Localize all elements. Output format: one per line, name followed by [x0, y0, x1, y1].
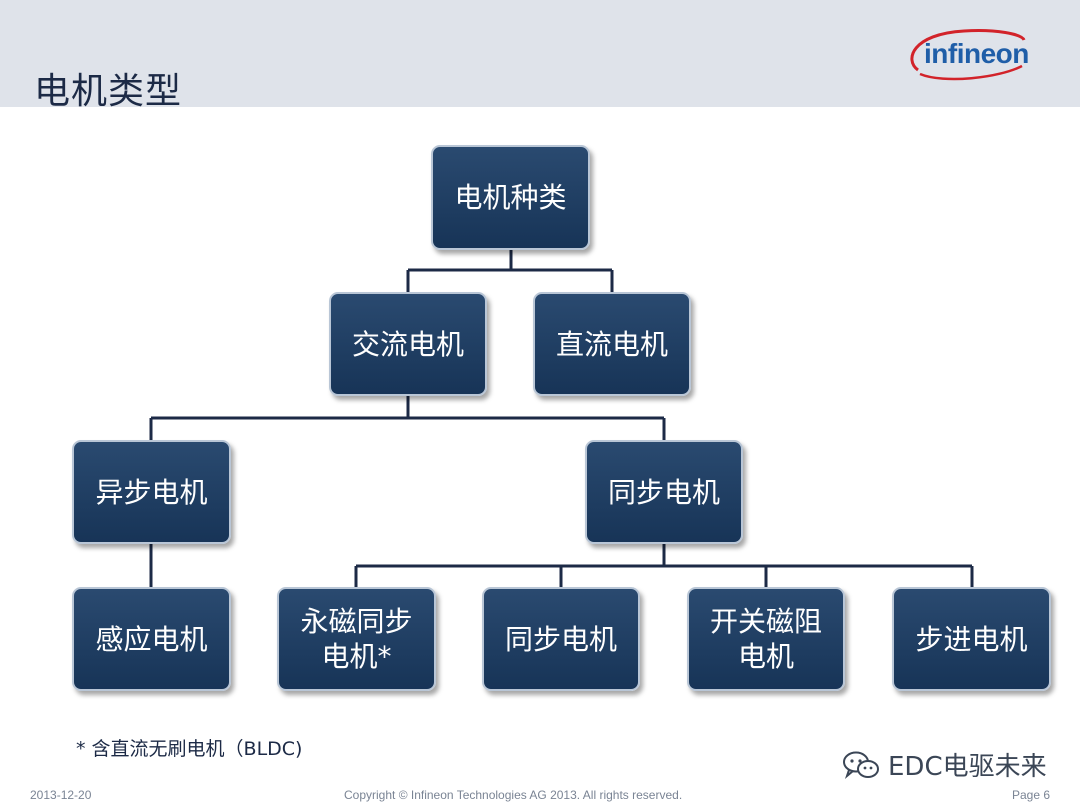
node-ac-motor: 交流电机: [329, 292, 487, 396]
logo-text: infineon: [924, 38, 1029, 69]
node-sync-motor: 同步电机: [585, 440, 743, 544]
node-pmsm-label-line2: 电机*: [321, 640, 392, 673]
footnote: * 含直流无刷电机（BLDC): [76, 738, 303, 760]
infineon-logo: [910, 29, 1026, 81]
node-motor-types: 电机种类: [431, 145, 590, 250]
node-pmsm-motor: 永磁同步 电机*: [277, 587, 436, 691]
node-motor-types-label: 电机种类: [454, 181, 567, 214]
node-ac-motor-label: 交流电机: [351, 327, 464, 361]
node-srm-motor: 开关磁阻 电机: [687, 587, 845, 691]
header-band: [0, 0, 1080, 107]
footer-page: Page 6: [1012, 788, 1051, 802]
node-dc-motor: 直流电机: [533, 292, 691, 396]
watermark-text: EDC电驱未来: [888, 752, 1047, 782]
node-sync-motor-2-label: 同步电机: [504, 622, 617, 656]
node-stepper-motor-label: 步进电机: [915, 622, 1028, 656]
node-async-motor-label: 异步电机: [95, 475, 208, 509]
node-sync-motor-label: 同步电机: [607, 475, 720, 509]
node-sync-motor-2: 同步电机: [482, 587, 640, 691]
node-stepper-motor: 步进电机: [892, 587, 1051, 691]
node-pmsm-label-line1: 永磁同步: [300, 605, 413, 638]
footer-copyright: Copyright © Infineon Technologies AG 201…: [344, 788, 683, 802]
node-induction-motor-label: 感应电机: [95, 622, 208, 656]
node-srm-label-line2: 电机: [737, 640, 794, 673]
node-induction-motor: 感应电机: [72, 587, 231, 691]
node-srm-label-line1: 开关磁阻: [709, 605, 822, 638]
watermark: EDC电驱未来: [842, 746, 1047, 783]
slide-title: 电机类型: [34, 71, 183, 112]
node-dc-motor-label: 直流电机: [555, 327, 668, 361]
node-async-motor: 异步电机: [72, 440, 231, 544]
wechat-icon: [843, 751, 879, 779]
footer-date: 2013-12-20: [30, 788, 92, 802]
